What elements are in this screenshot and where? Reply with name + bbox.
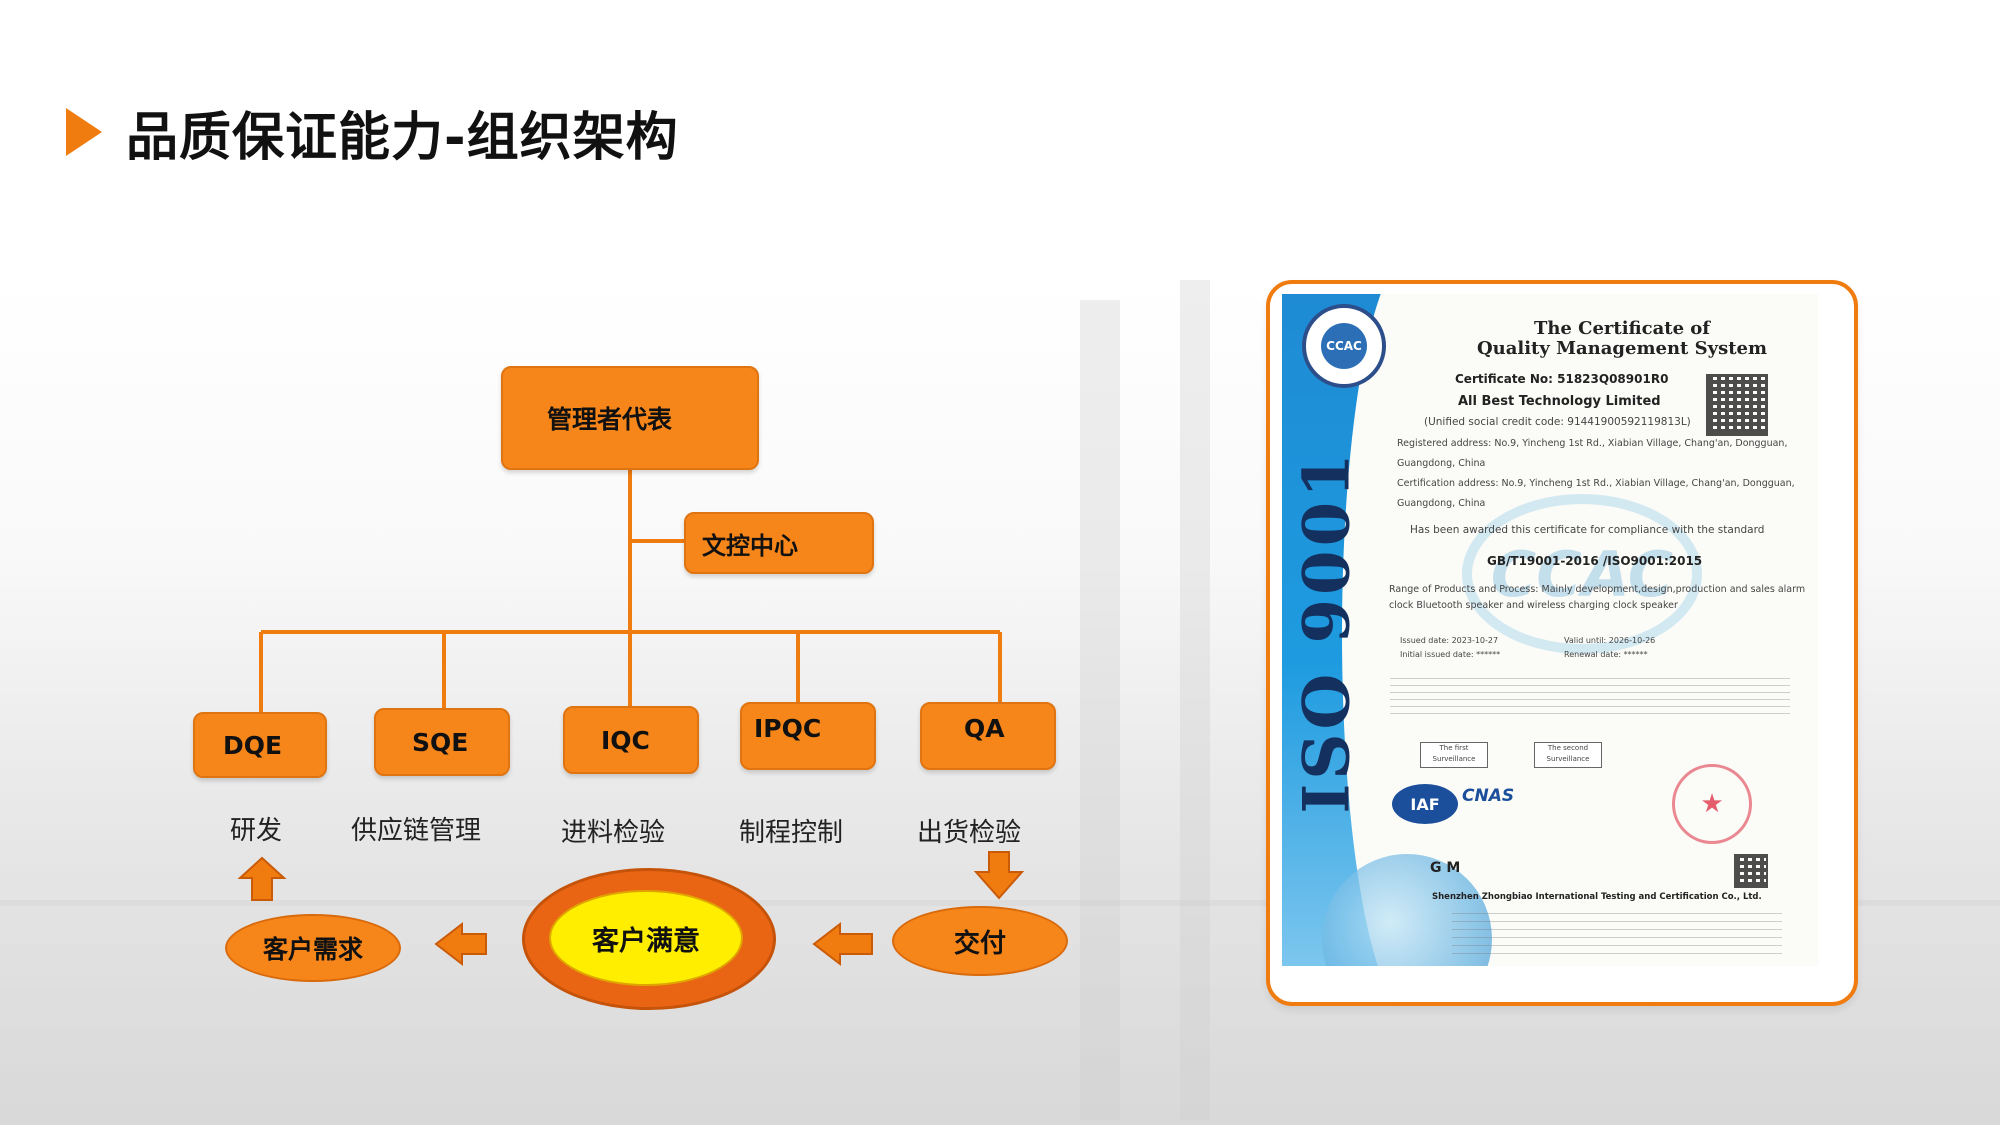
certification-address-2: Guangdong, China (1397, 498, 1486, 509)
issuer-fine-print (1452, 906, 1782, 954)
initial-issued: Initial issued date: ****** (1400, 650, 1501, 659)
scope-text-1: Range of Products and Process: Mainly de… (1389, 584, 1806, 595)
valid-until: Valid until: 2026-10-26 (1564, 636, 1656, 645)
iaf-logo-icon: IAF (1392, 784, 1458, 824)
title-arrow-icon (66, 108, 102, 156)
second-surveillance-box: The second Surveillance (1534, 742, 1602, 768)
certificate-title-2: Quality Management System (1476, 338, 1768, 359)
dept-role-dqe: 研发 (230, 816, 283, 846)
standard-text: GB/T19001-2016 /ISO9001:2015 (1487, 554, 1703, 568)
certificate-credit-code: (Unified social credit code: 91441900592… (1424, 416, 1691, 428)
renewal-date: Renewal date: ****** (1564, 650, 1648, 659)
iso-9001-label: ISO 9001 (1289, 449, 1365, 814)
certification-address: Certification address: No.9, Yincheng 1s… (1397, 478, 1795, 489)
dept-role-sqe: 供应链管理 (351, 816, 482, 846)
arrow-up-icon (237, 856, 287, 901)
certificate-title-1: The Certificate of (1533, 318, 1711, 339)
customer-satisfaction-label: 客户满意 (592, 925, 700, 957)
top-role-box: 管理者代表 (501, 366, 759, 470)
fine-print (1390, 674, 1790, 714)
dept-box-sqe: SQE (374, 708, 510, 776)
dept-box-dqe: DQE (193, 712, 327, 778)
background-beam (1180, 280, 1210, 1120)
background-beam (0, 900, 2000, 906)
red-stamp-icon: ★ (1672, 764, 1752, 844)
staff-box: 文控中心 (684, 512, 874, 574)
signature: G M (1430, 860, 1461, 876)
customer-requirement-label: 客户需求 (262, 935, 363, 964)
dept-role-ipqc: 制程控制 (739, 818, 844, 848)
ccac-seal-icon: CCAC (1302, 304, 1386, 388)
registered-address: Registered address: No.9, Yincheng 1st R… (1397, 438, 1788, 449)
dept-label: IQC (601, 725, 650, 755)
dept-role-iqc: 进料检验 (561, 818, 666, 848)
qr-code-icon (1706, 374, 1768, 436)
certificate-company: All Best Technology Limited (1458, 394, 1661, 409)
awarded-text: Has been awarded this certificate for co… (1410, 524, 1765, 536)
ccac-seal-label: CCAC (1321, 323, 1367, 369)
dept-label: QA (964, 714, 1005, 743)
dept-box-ipqc: IPQC (740, 702, 876, 770)
dept-role-qa: 出货检验 (917, 818, 1022, 848)
certificate-number: Certificate No: 51823Q08901R0 (1455, 372, 1669, 386)
registered-address-2: Guangdong, China (1397, 458, 1486, 469)
issued-date: Issued date: 2023-10-27 (1400, 636, 1499, 645)
arrow-down-icon (973, 851, 1025, 900)
qr-code-small-icon (1734, 854, 1768, 888)
staff-label: 文控中心 (702, 531, 798, 560)
dept-box-iqc: IQC (563, 706, 699, 774)
dept-label: SQE (412, 727, 469, 757)
ccac-watermark: CCAC (1462, 494, 1702, 654)
arrow-left-icon (812, 921, 873, 967)
arrow-left-icon (434, 921, 487, 967)
certificate-image: ISO 9001 CCAC CCAC The Certificate of Qu… (1282, 294, 1818, 966)
top-role-label: 管理者代表 (547, 405, 673, 434)
delivery-ellipse: 交付 (892, 906, 1068, 976)
dept-box-qa: QA (920, 702, 1056, 770)
dept-label: IPQC (754, 714, 822, 743)
issuer-name: Shenzhen Zhongbiao International Testing… (1432, 892, 1762, 902)
cnas-logo-icon: CNAS (1462, 786, 1515, 806)
page-title: 品质保证能力-组织架构 (66, 92, 679, 172)
customer-satisfaction-core: 客户满意 (549, 890, 743, 986)
dept-label: DQE (223, 730, 283, 760)
page-title-text: 品质保证能力-组织架构 (126, 107, 679, 168)
delivery-label: 交付 (953, 928, 1006, 959)
first-surveillance-box: The first Surveillance (1420, 742, 1488, 768)
customer-requirement-ellipse: 客户需求 (225, 914, 401, 982)
scope-text-2: clock Bluetooth speaker and wireless cha… (1389, 600, 1678, 611)
background-beam (1080, 300, 1120, 1120)
